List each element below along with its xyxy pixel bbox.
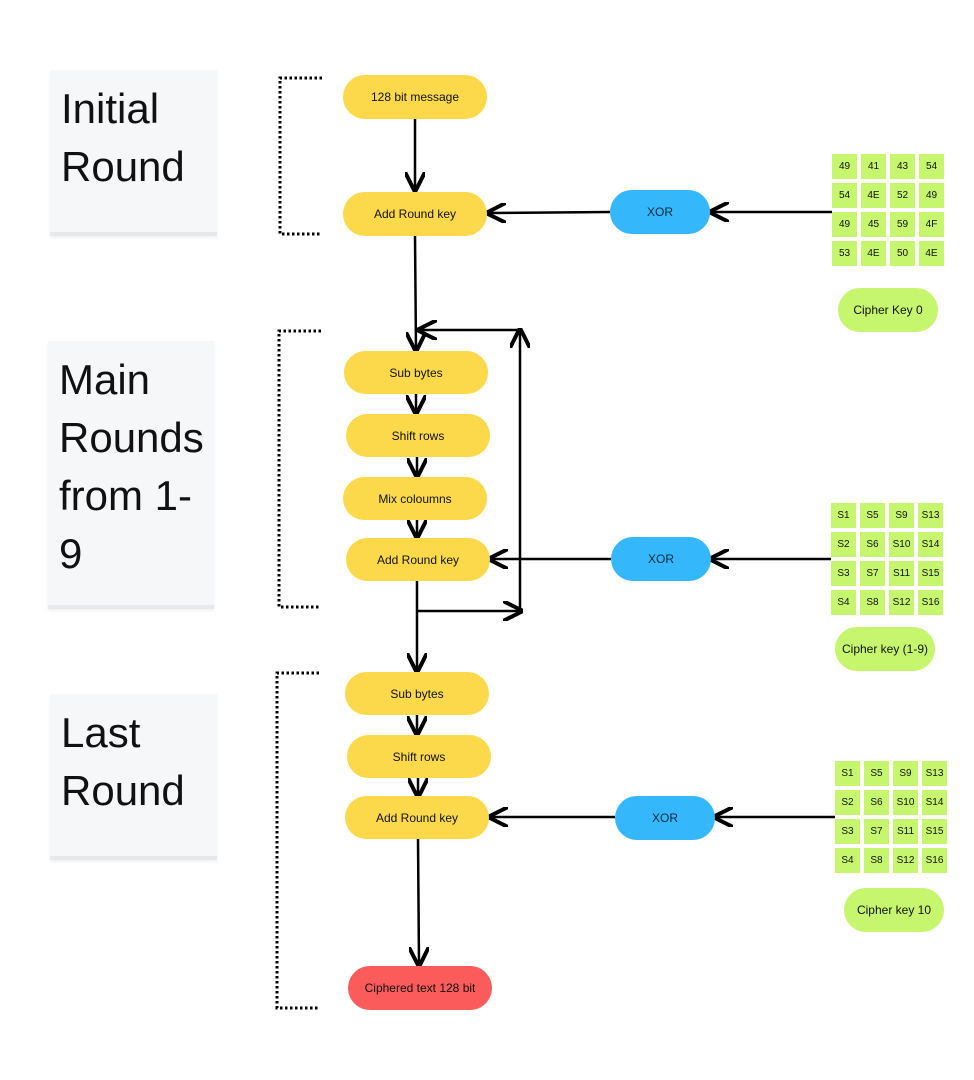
key-cell: 49 xyxy=(919,183,944,208)
key-cell: 4E xyxy=(861,241,886,266)
arrow-addkey-to-output xyxy=(418,838,419,965)
key-cell: 52 xyxy=(890,183,915,208)
last-round-label: Last Round xyxy=(61,709,185,814)
add-round-key-last: Add Round key xyxy=(345,796,489,839)
bracket-initial xyxy=(278,76,322,236)
key-cell: S10 xyxy=(889,532,914,557)
key-cell: S3 xyxy=(831,561,856,586)
xor-main: XOR xyxy=(611,537,711,581)
key-cell: 54 xyxy=(832,183,857,208)
key-cell: 4E xyxy=(861,183,886,208)
key-cell: S5 xyxy=(864,761,889,786)
key-cell: S14 xyxy=(918,532,943,557)
key-cell: S7 xyxy=(864,819,889,844)
arrow-initial-to-main xyxy=(415,235,416,350)
arrow-xor-to-addkey-initial xyxy=(488,212,611,213)
xor-initial: XOR xyxy=(610,190,710,234)
bracket-last xyxy=(275,671,319,1010)
key-cell: 4F xyxy=(919,212,944,237)
key-cell: 4E xyxy=(919,241,944,266)
key-cell: S13 xyxy=(922,761,947,786)
key-cell: S2 xyxy=(835,790,860,815)
key-cell: 49 xyxy=(832,212,857,237)
key-cell: S14 xyxy=(922,790,947,815)
add-round-key-main: Add Round key xyxy=(346,538,490,581)
key-cell: S2 xyxy=(831,532,856,557)
key-cell: 43 xyxy=(890,154,915,179)
sub-bytes-last: Sub bytes xyxy=(345,672,489,715)
key-cell: S12 xyxy=(889,590,914,615)
key-cell: S6 xyxy=(864,790,889,815)
main-rounds-label: Main Rounds from 1- 9 xyxy=(59,356,204,577)
xor-last: XOR xyxy=(615,796,715,840)
add-round-key-initial: Add Round key xyxy=(343,192,487,236)
key-cell: 45 xyxy=(861,212,886,237)
key-cell: 50 xyxy=(890,241,915,266)
key-cell: S16 xyxy=(918,590,943,615)
key-cell: S10 xyxy=(893,790,918,815)
key-cell: S9 xyxy=(893,761,918,786)
key-cell: S5 xyxy=(860,503,885,528)
initial-round-note: Initial Round xyxy=(50,70,217,236)
key-cell: 53 xyxy=(832,241,857,266)
key-cell: S7 xyxy=(860,561,885,586)
message-input-node: 128 bit message xyxy=(343,75,487,119)
key-cell: 59 xyxy=(890,212,915,237)
main-rounds-note: Main Rounds from 1- 9 xyxy=(48,341,214,609)
key-cell: 49 xyxy=(832,154,857,179)
initial-round-label: Initial Round xyxy=(61,85,185,190)
key-cell: S4 xyxy=(831,590,856,615)
key-cell: S15 xyxy=(918,561,943,586)
cipher-key-0-label: Cipher Key 0 xyxy=(838,288,938,332)
cipher-key-1-9-label: Cipher key (1-9) xyxy=(835,627,935,671)
shift-rows-last: Shift rows xyxy=(347,735,491,778)
key-cell: S15 xyxy=(922,819,947,844)
key-cell: S13 xyxy=(918,503,943,528)
key-cell: S11 xyxy=(889,561,914,586)
key-cell: S9 xyxy=(889,503,914,528)
last-round-note: Last Round xyxy=(50,694,217,860)
cipher-key-10-label: Cipher key 10 xyxy=(844,888,944,932)
key-cell: 41 xyxy=(861,154,886,179)
ciphered-text-output: Ciphered text 128 bit xyxy=(348,966,492,1010)
key-cell: S11 xyxy=(893,819,918,844)
key-cell: S12 xyxy=(893,848,918,873)
key-cell: S1 xyxy=(835,761,860,786)
key-cell: S8 xyxy=(864,848,889,873)
key-cell: S6 xyxy=(860,532,885,557)
shift-rows-main: Shift rows xyxy=(346,414,490,457)
key-cell: S16 xyxy=(922,848,947,873)
key-cell: S3 xyxy=(835,819,860,844)
key-cell: S4 xyxy=(835,848,860,873)
sub-bytes-main: Sub bytes xyxy=(344,351,488,394)
key-cell: S1 xyxy=(831,503,856,528)
key-cell: S8 xyxy=(860,590,885,615)
key-cell: 54 xyxy=(919,154,944,179)
bracket-main xyxy=(277,329,321,609)
mix-columns-main: Mix coloumns xyxy=(343,477,487,520)
